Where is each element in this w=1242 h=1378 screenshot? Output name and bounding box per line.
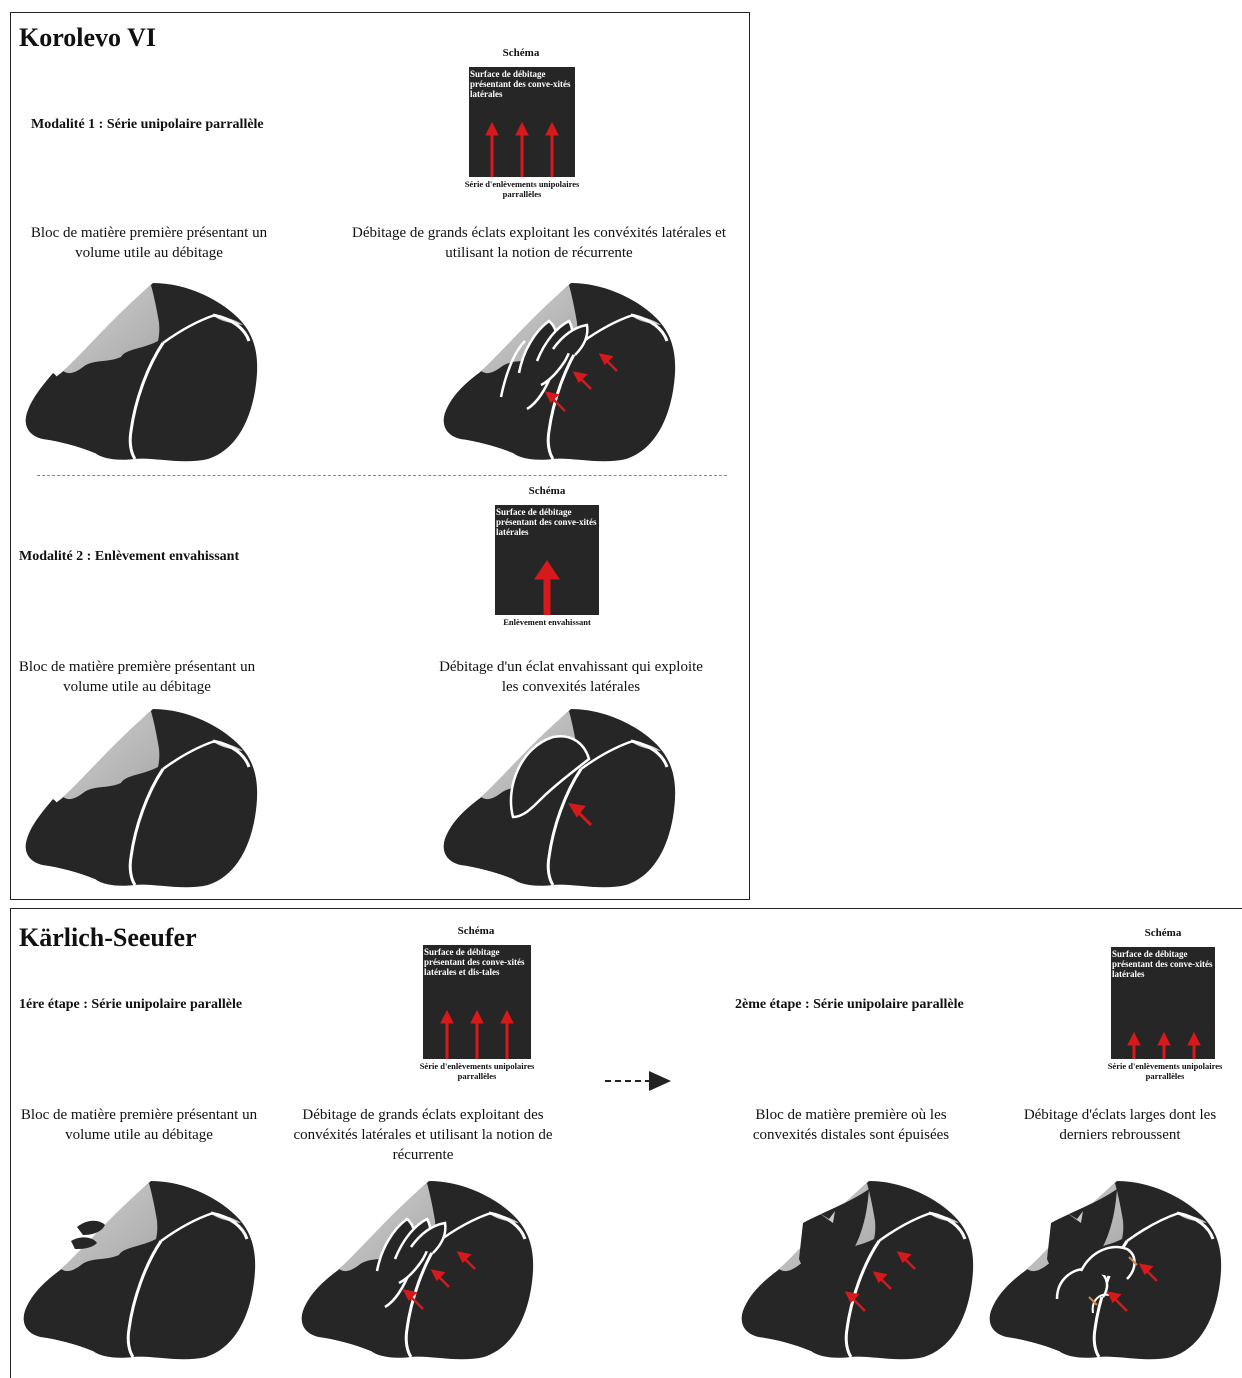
- schema-2-box: Surface de débitage présentant des conve…: [495, 505, 599, 615]
- mod1-right-caption: Débitage de grands éclats exploitant les…: [351, 225, 727, 261]
- schema-4-text: Surface de débitage présentant des conve…: [1112, 949, 1213, 979]
- core-bloc-2: [24, 707, 259, 889]
- modalite-2-label: Modalité 2 : Enlèvement envahissant: [19, 549, 240, 564]
- schema-4-title: Schéma: [1144, 927, 1182, 939]
- karlich-panel: Kärlich-Seeufer 1ére étape : Série unipo…: [10, 908, 1242, 1378]
- schema-3-box: Surface de débitage présentant des conve…: [423, 945, 531, 1059]
- schema-1-caption: Série d'enlèvements unipolaires parrallè…: [464, 179, 580, 199]
- step-arrow: [605, 1071, 671, 1091]
- core-debitage-2: [442, 707, 677, 889]
- core-debitage-4: [988, 1179, 1223, 1361]
- schema-4-caption: Série d'enlèvements unipolaires parrallè…: [1107, 1061, 1223, 1081]
- schema-3-title: Schéma: [457, 925, 495, 937]
- schema-1-title: Schéma: [502, 47, 540, 59]
- schema-1-box: Surface de débitage présentant des conve…: [469, 67, 575, 177]
- step-1-label: 1ére étape : Série unipolaire parallèle: [19, 997, 243, 1012]
- step2-left-caption: Bloc de matière première où les convexit…: [752, 1107, 950, 1143]
- core-bloc-3: [22, 1179, 257, 1361]
- schema-3-text: Surface de débitage présentant des conve…: [424, 947, 525, 977]
- mod1-left-caption: Bloc de matière première présentant un v…: [30, 225, 268, 261]
- schema-1-text: Surface de débitage présentant des conve…: [470, 69, 571, 99]
- korolevo-panel: Korolevo VI Modalité 1 : Série unipolair…: [10, 12, 750, 900]
- korolevo-title: Korolevo VI: [19, 23, 156, 52]
- schema-3-caption: Série d'enlèvements unipolaires parrallè…: [419, 1061, 535, 1081]
- schema-4-arrows: [1127, 1031, 1201, 1059]
- karlich-title: Kärlich-Seeufer: [19, 923, 197, 952]
- modalite-1-label: Modalité 1 : Série unipolaire parrallèle: [31, 117, 264, 132]
- core-bloc-1: [24, 281, 259, 463]
- schema-2-caption: Enlèvement envahissant: [503, 617, 591, 627]
- schema-3-arrows: [440, 1009, 514, 1059]
- schema-2-text: Surface de débitage présentant des conve…: [496, 507, 597, 537]
- core-debitage-3: [300, 1179, 535, 1361]
- schema-1-arrows: [485, 121, 559, 177]
- schema-2-title: Schéma: [528, 485, 566, 497]
- mod2-left-caption: Bloc de matière première présentant un v…: [18, 659, 256, 695]
- core-bloc-4: [740, 1179, 975, 1361]
- schema-2-arrow: [534, 560, 560, 615]
- core-debitage-1: [442, 281, 677, 463]
- separator-dashed-line: [37, 475, 727, 476]
- schema-4-box: Surface de débitage présentant des conve…: [1111, 947, 1215, 1059]
- step-2-label: 2ème étape : Série unipolaire parallèle: [735, 997, 964, 1012]
- step1-left-caption: Bloc de matière première présentant un v…: [20, 1107, 258, 1143]
- step2-right-caption: Débitage d'éclats larges dont les dernie…: [1023, 1107, 1217, 1143]
- step1-right-caption: Débitage de grands éclats exploitant des…: [293, 1107, 553, 1163]
- mod2-right-caption: Débitage d'un éclat envahissant qui expl…: [439, 659, 703, 695]
